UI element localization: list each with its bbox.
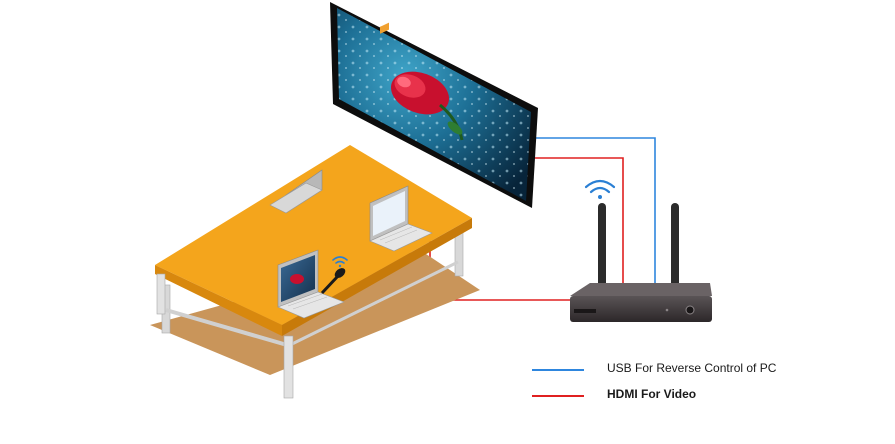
- legend-label-usb: USB For Reverse Control of PC: [607, 361, 777, 375]
- laptop-icon: [269, 169, 323, 214]
- table-top: [155, 145, 472, 325]
- antenna-left: [598, 203, 606, 291]
- wireless-presentation-box-icon: [570, 203, 712, 322]
- legend-label-hdmi: HDMI For Video: [607, 387, 697, 401]
- usb-cable: [530, 137, 656, 288]
- rose-image: [390, 71, 464, 141]
- legend: USB For Reverse Control of PC HDMI For V…: [532, 357, 852, 409]
- wifi-icon: [584, 179, 616, 199]
- wall-display-icon: [330, 2, 538, 208]
- laptop-icon: [277, 249, 345, 319]
- wifi-icon: [332, 256, 348, 268]
- legend-item-hdmi: HDMI For Video: [532, 383, 852, 409]
- usb-dongle-icon: [320, 268, 346, 295]
- usb-legend-line: [532, 369, 584, 371]
- hdmi-legend-line: [532, 395, 584, 397]
- laptop-icon: [369, 22, 433, 252]
- hdmi-cable-display: [530, 157, 624, 288]
- legend-item-usb: USB For Reverse Control of PC: [532, 357, 852, 383]
- antenna-right: [671, 203, 679, 291]
